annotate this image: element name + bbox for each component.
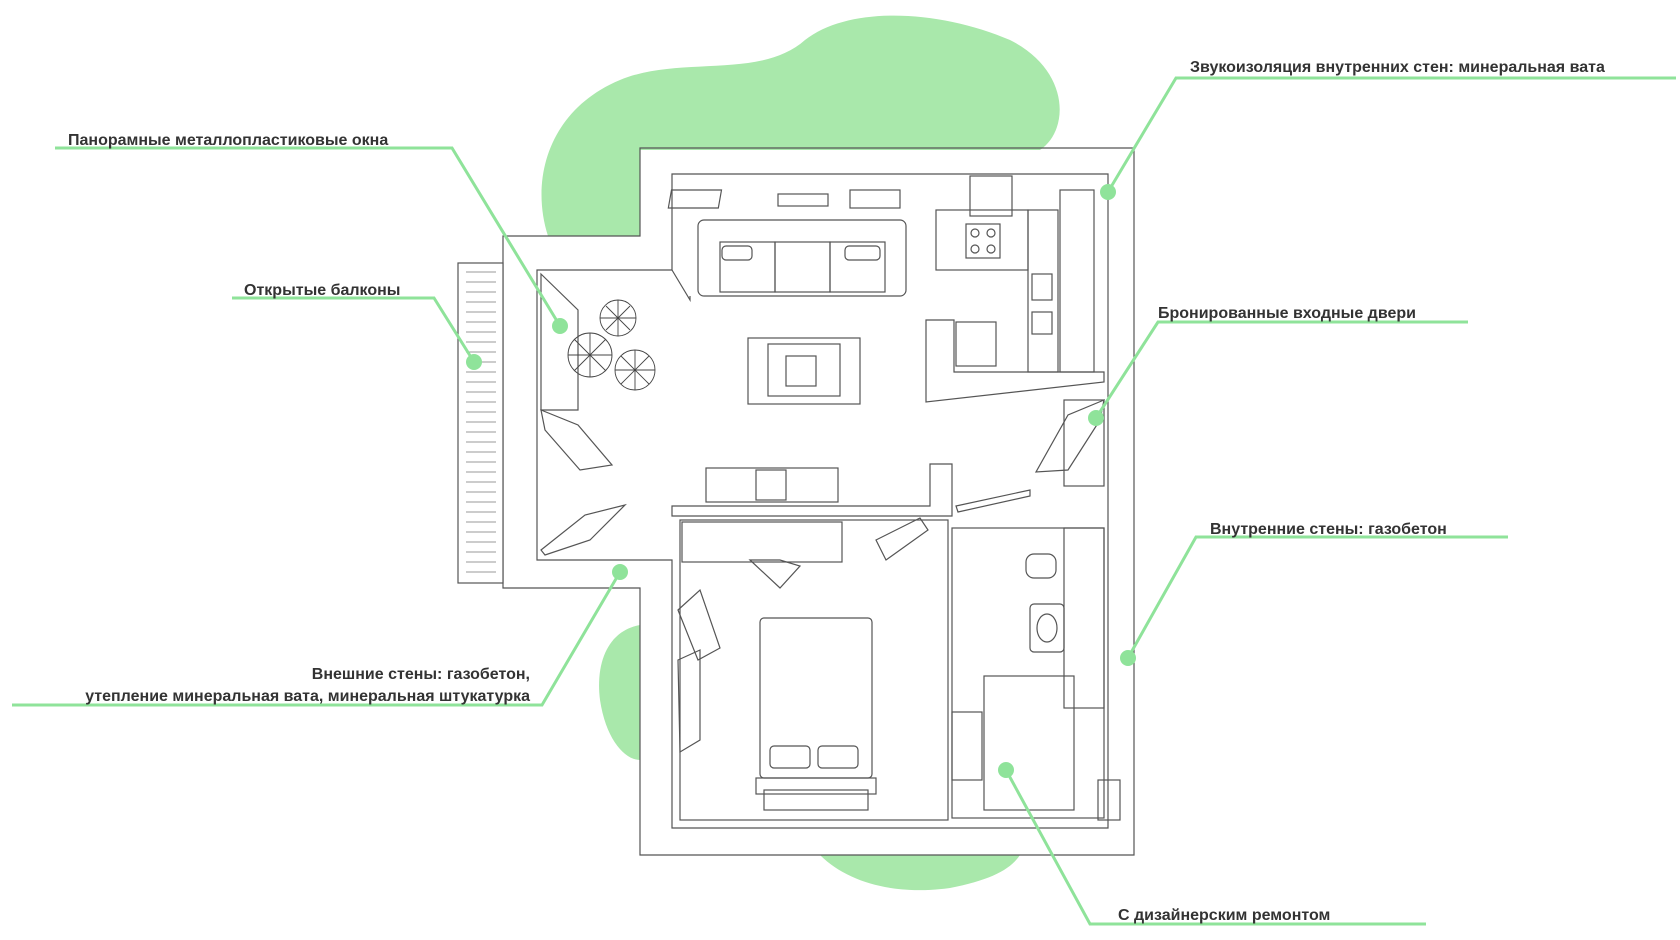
- sofa-seat-left: [719, 241, 776, 293]
- marker-sound-insulation: [1100, 184, 1116, 200]
- sofa: [697, 219, 907, 297]
- leader-internal-walls: [1126, 535, 1508, 659]
- kitchen-island: [955, 321, 997, 367]
- leader-sound-insulation: [1106, 76, 1676, 193]
- outer-wall: [502, 147, 1135, 856]
- marker-internal-walls: [1120, 650, 1136, 666]
- sofa-cushion-left: [721, 245, 753, 261]
- label-external-walls-line1: Внешние стены: газобетон,: [311, 666, 530, 683]
- skylight-3: [849, 189, 901, 209]
- shower-enclosure: [983, 675, 1075, 811]
- label-armored-doors: Бронированные входные двери: [1158, 305, 1416, 322]
- bedroom-rug: [763, 789, 869, 811]
- hallway-door: [955, 489, 1031, 513]
- room-wall-notch: [671, 269, 691, 303]
- bedroom-window-2: [677, 649, 701, 754]
- marker-armored-doors: [1088, 410, 1104, 426]
- tv-stand: [705, 467, 839, 503]
- pillow-left: [769, 745, 811, 769]
- plant-1: [599, 299, 637, 337]
- skylight-2: [777, 193, 829, 207]
- coffee-table: [767, 343, 841, 397]
- range-hood: [969, 175, 1013, 217]
- label-external-walls-line2: утепление минеральная вата, минеральная …: [85, 688, 530, 705]
- kitchen-partition: [925, 319, 1105, 403]
- rug: [747, 337, 861, 405]
- tv: [755, 469, 787, 501]
- leader-windows: [55, 146, 562, 327]
- bed: [759, 617, 873, 779]
- bathroom-wall: [951, 527, 1105, 819]
- hallway-wall: [671, 463, 953, 517]
- cooktop: [965, 223, 1001, 259]
- plant-2: [567, 332, 613, 378]
- sofa-cushion-right: [844, 245, 881, 261]
- background-blob-left: [599, 625, 640, 760]
- bedroom-door: [875, 517, 929, 561]
- marker-external-walls: [612, 564, 628, 580]
- sofa-seat-right: [829, 241, 886, 293]
- window-frame-left: [540, 272, 579, 411]
- window-sash-2: [540, 503, 627, 556]
- toilet: [1025, 553, 1057, 579]
- label-internal-walls: Внутренние стены: газобетон: [1210, 521, 1447, 538]
- leader-armored-doors: [1094, 320, 1468, 419]
- marker-balconies: [466, 354, 482, 370]
- label-windows: Панорамные металлопластиковые окна: [68, 132, 389, 149]
- background-blob-bottom: [820, 855, 1020, 891]
- wardrobe-door: [748, 559, 802, 589]
- plant-3: [614, 349, 656, 391]
- wardrobe: [681, 521, 843, 563]
- skylight-1: [667, 189, 723, 209]
- background-blob-top: [541, 15, 1060, 236]
- inner-wall-outline: [536, 173, 1109, 829]
- bath-cabinet: [1063, 527, 1105, 709]
- label-designer-renovation: С дизайнерским ремонтом: [1118, 907, 1331, 924]
- washing-machine: [951, 711, 983, 781]
- marker-designer-renovation: [998, 762, 1014, 778]
- bath-vent: [1097, 779, 1121, 821]
- kitchen-sink-2: [1031, 311, 1053, 335]
- window-sash-1: [540, 409, 614, 471]
- bedroom-window: [677, 588, 721, 661]
- marker-windows: [552, 318, 568, 334]
- kitchen-counter: [935, 209, 1029, 271]
- entrance-frame: [1063, 399, 1105, 487]
- sofa-seat-middle: [774, 241, 831, 293]
- label-sound-insulation: Звукоизоляция внутренних стен: минеральн…: [1190, 59, 1605, 76]
- tray: [785, 355, 817, 387]
- tall-cabinet: [1059, 189, 1095, 373]
- balcony: [457, 262, 504, 584]
- bed-headboard: [755, 777, 877, 795]
- label-balconies: Открытые балконы: [244, 282, 401, 299]
- label-external-walls: Внешние стены: газобетон, утепление мине…: [85, 664, 530, 708]
- leader-balconies: [232, 296, 476, 363]
- balcony-slats: [466, 271, 496, 573]
- leader-designer-renovation: [1004, 769, 1426, 926]
- bedroom-wall: [679, 519, 949, 821]
- leader-external-walls: [12, 571, 622, 707]
- kitchen-sink: [1031, 273, 1053, 301]
- pillow-right: [817, 745, 859, 769]
- bath-sink: [1029, 603, 1065, 653]
